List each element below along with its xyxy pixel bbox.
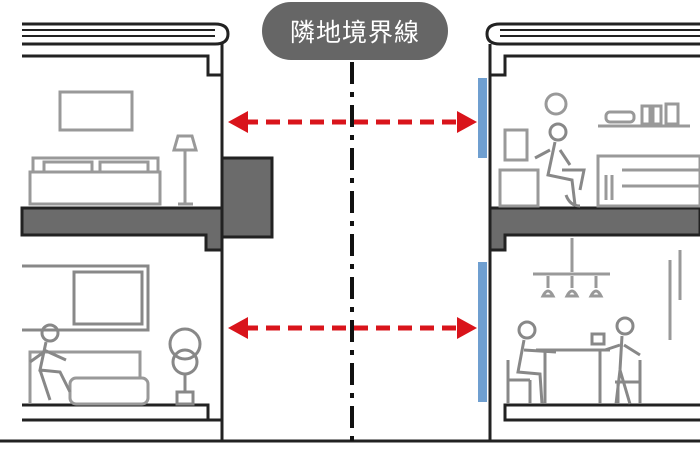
right-floor-slab [488,206,700,252]
person-icon [604,316,642,405]
picture-frame-icon [58,90,134,132]
window-frame [22,264,150,332]
door-frame [668,250,682,340]
shelf-icon [598,102,690,128]
person-icon [29,323,72,401]
dining-table-icon [536,332,610,404]
bed-icon [28,156,162,206]
right-roof [485,22,700,77]
boundary-label: 隣地境界線 [262,2,448,60]
floor-lamp-icon [172,134,198,206]
clock-icon [544,92,568,116]
person-icon [534,122,586,208]
left-roof [22,22,230,77]
lower-window [478,262,487,402]
double-arrow-icon [228,317,477,339]
upper-window [478,78,487,158]
outdoor-unit-icon [220,156,274,239]
right-ground-slab [503,403,700,422]
left-floor-slab [20,206,224,252]
left-building [20,22,274,441]
left-ground-slab [22,403,210,422]
plant-icon [168,327,202,406]
pendant-lamp-icon [533,238,610,298]
desk-icon [498,128,700,208]
person-icon [506,320,557,405]
double-arrow-icon [228,111,477,133]
right-building [478,22,700,441]
